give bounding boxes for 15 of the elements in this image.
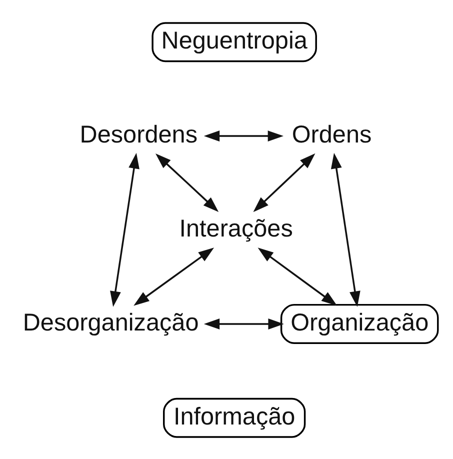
arrow [156, 152, 219, 212]
node-box: Informação [163, 397, 306, 438]
arrow [330, 152, 360, 306]
node-box: Organização [280, 303, 439, 344]
arrow [134, 247, 214, 306]
arrow [258, 247, 338, 306]
node-text: Desordens [80, 120, 198, 148]
node-text: Ordens [292, 120, 372, 148]
node-text: Desorganização [22, 308, 199, 336]
arrow [253, 152, 316, 212]
arrow [110, 152, 140, 306]
node-box: Neguentropia [152, 22, 317, 62]
arrow [204, 130, 284, 142]
node-text: Interações [179, 214, 293, 242]
arrow [204, 318, 284, 329]
